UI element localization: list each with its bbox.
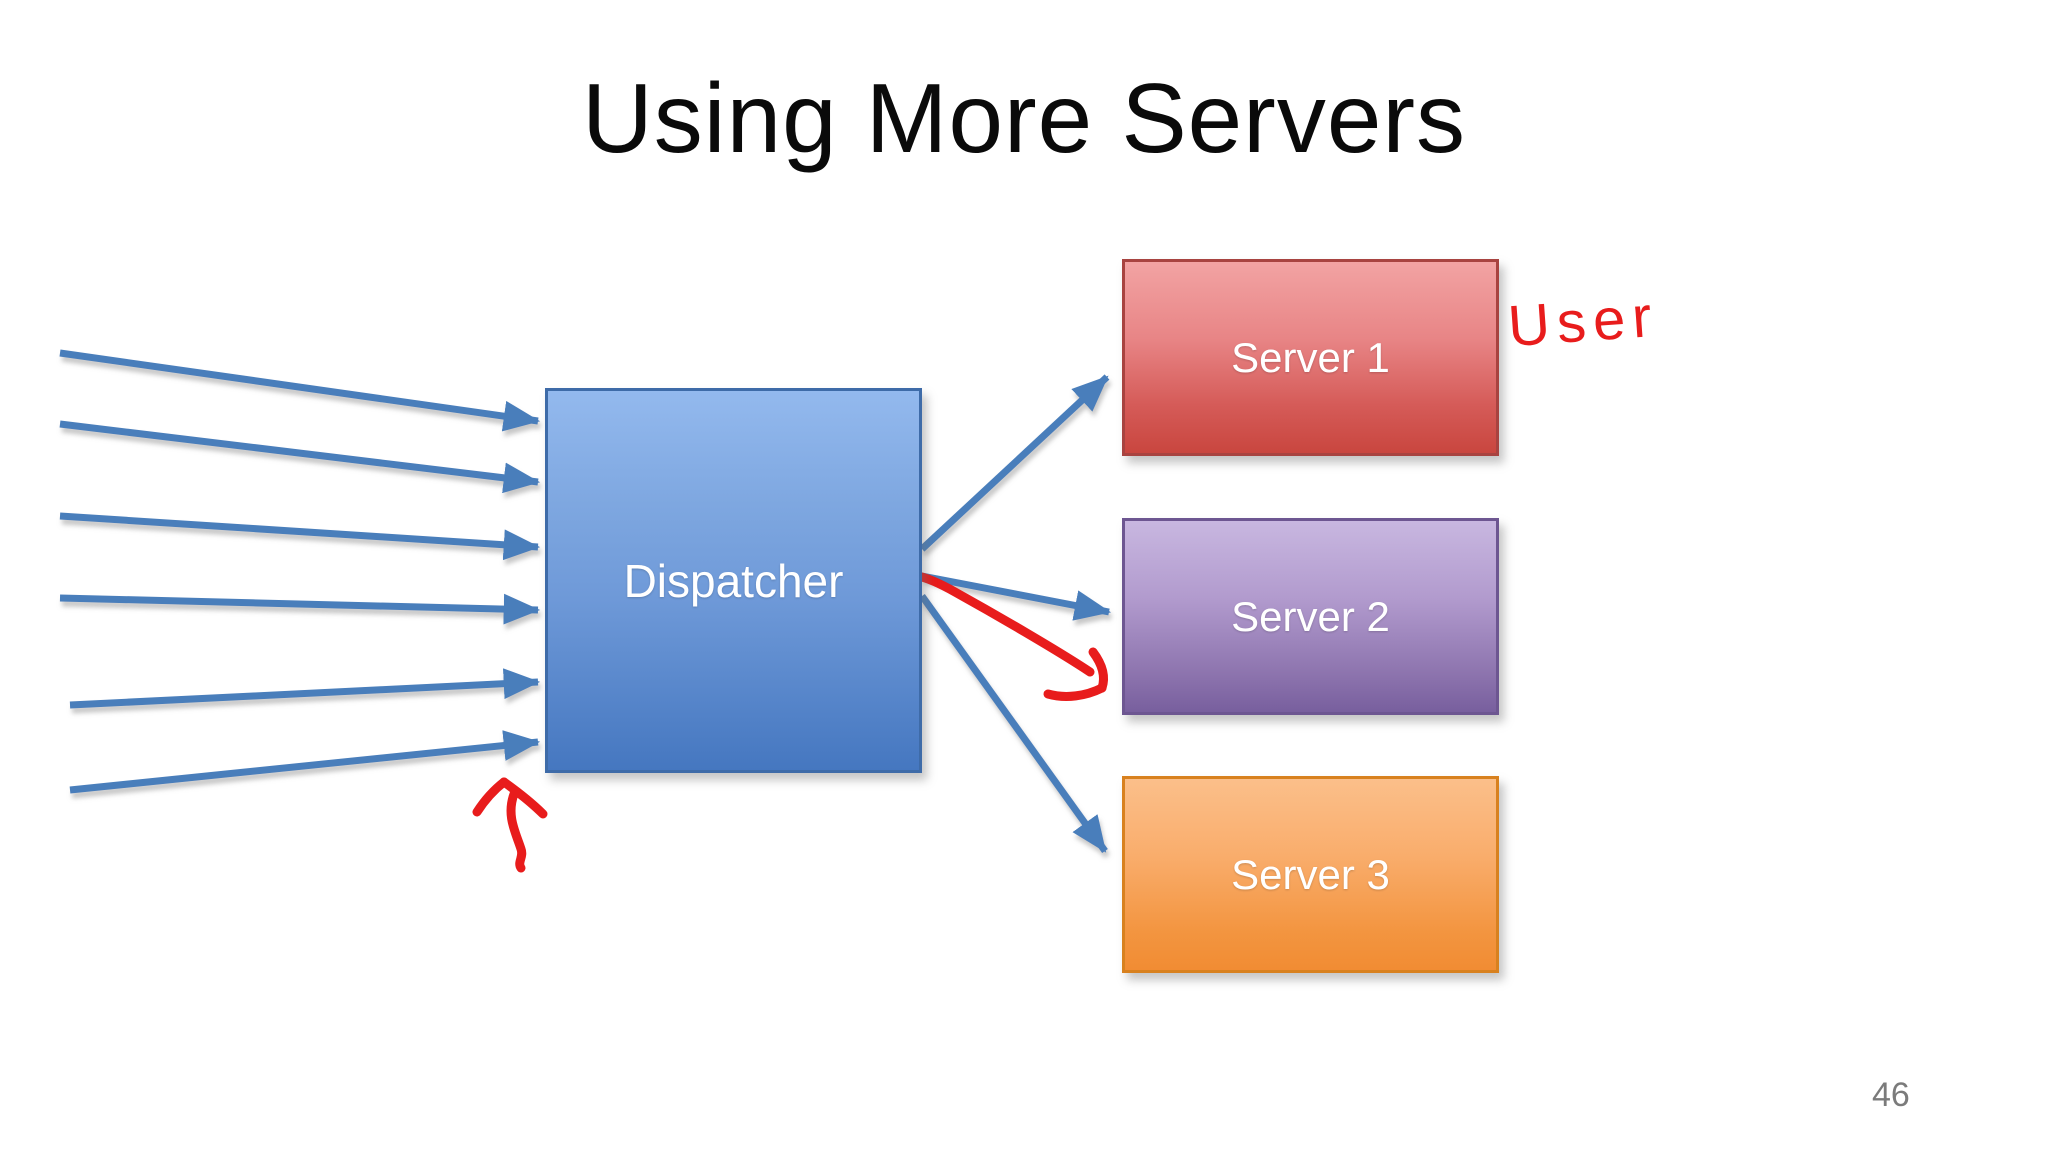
dispatcher-to-server2-arrow (921, 572, 1112, 621)
dispatcher-output-arrows (919, 374, 1112, 854)
server1-box: Server 1 (1122, 259, 1499, 456)
red-curve-arrowhead-lower (1043, 683, 1107, 701)
slide-title: Using More Servers (582, 63, 1466, 173)
server3-box: Server 3 (1122, 776, 1499, 973)
dispatcher-to-server1-arrow (919, 374, 1110, 552)
incoming-request-arrow-6 (69, 730, 541, 794)
dispatcher-box: Dispatcher (545, 388, 922, 773)
incoming-request-arrow-1 (59, 349, 541, 432)
red-up-arrowhead-left (472, 777, 509, 817)
page-number: 46 (1872, 1076, 1910, 1114)
incoming-request-arrows (59, 349, 541, 794)
server1-label: Server 1 (1231, 333, 1390, 381)
incoming-request-arrow-4 (59, 593, 541, 625)
red-curve-arrowhead-upper (1088, 647, 1109, 693)
dispatcher-to-server3-arrow (919, 593, 1108, 854)
incoming-request-arrow-5 (69, 668, 541, 709)
incoming-request-arrow-3 (59, 512, 541, 561)
incoming-request-arrow-2 (59, 420, 541, 494)
server2-box: Server 2 (1122, 518, 1499, 715)
dispatcher-label: Dispatcher (623, 554, 844, 607)
red-up-arrow (472, 777, 548, 873)
red-up-arrowhead-right (499, 777, 548, 819)
server3-label: Server 3 (1231, 850, 1390, 898)
handwritten-user-annotation: User (1505, 283, 1661, 360)
server2-label: Server 2 (1231, 592, 1390, 640)
red-up-arrow-shaft (506, 789, 527, 873)
